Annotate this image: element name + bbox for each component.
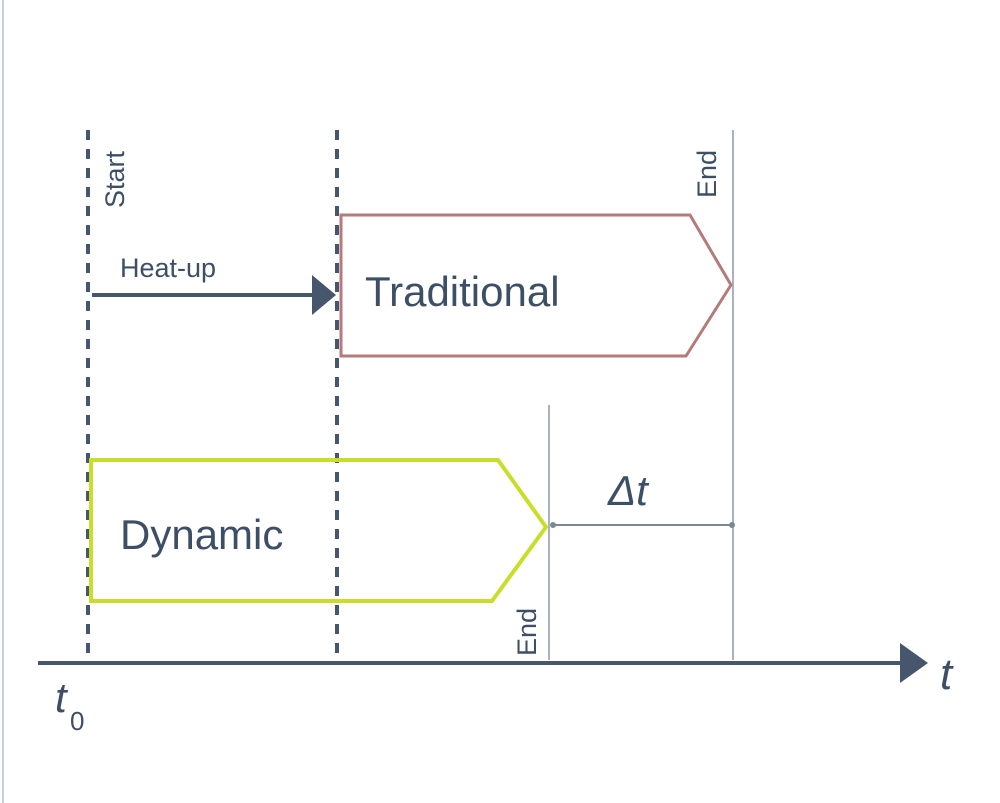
delta-t-left-dot bbox=[550, 522, 556, 528]
t0-label: t 0 bbox=[55, 674, 84, 736]
traditional-end-label: End bbox=[692, 150, 722, 198]
delta-t-right-dot bbox=[729, 522, 735, 528]
traditional-process-box bbox=[339, 213, 733, 358]
heatup-label: Heat-up bbox=[120, 253, 216, 283]
heatup-arrowhead bbox=[312, 275, 336, 315]
dynamic-process-box bbox=[89, 458, 549, 603]
t0-base: t bbox=[55, 674, 69, 721]
t0-subscript: 0 bbox=[70, 706, 84, 736]
start-label: Start bbox=[100, 150, 130, 208]
time-axis-arrowhead bbox=[900, 643, 928, 683]
traditional-label: Traditional bbox=[365, 268, 560, 315]
dynamic-end-label: End bbox=[512, 608, 542, 656]
dynamic-label: Dynamic bbox=[120, 511, 283, 558]
delta-t-label: Δt bbox=[607, 467, 650, 514]
t-axis-label: t bbox=[940, 650, 954, 699]
